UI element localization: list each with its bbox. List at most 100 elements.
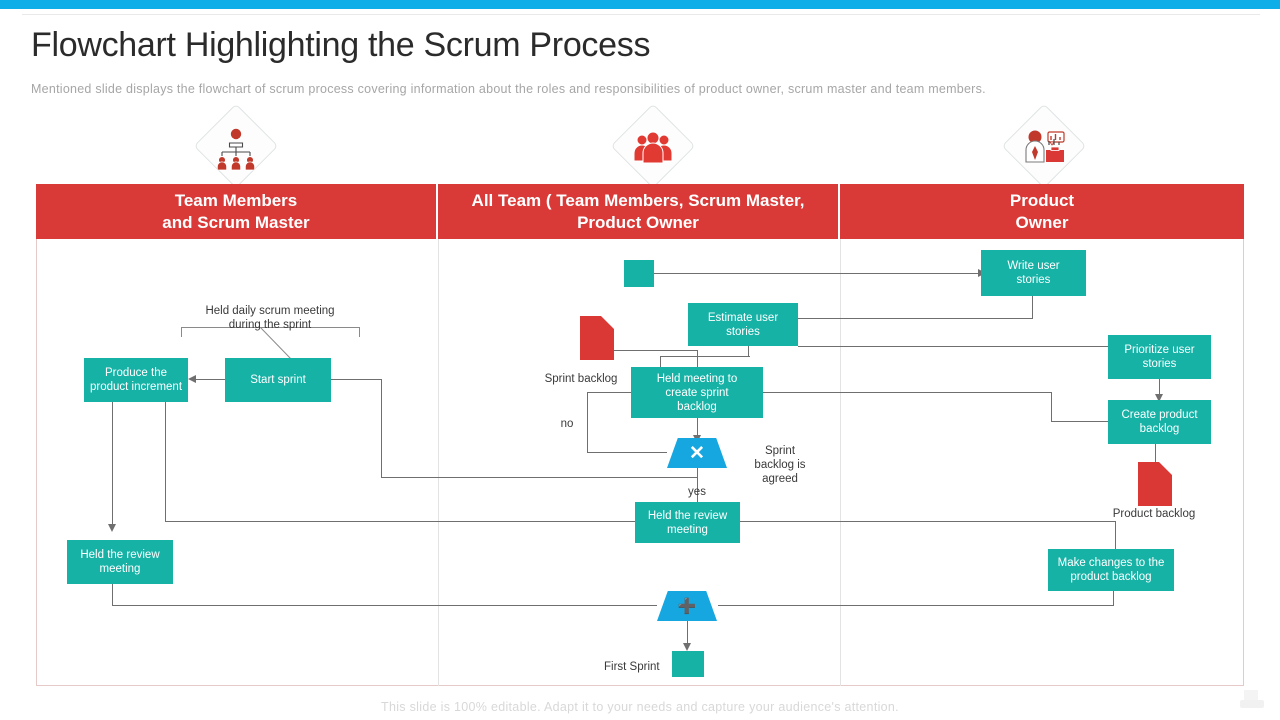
node-start-sprint[interactable]: Start sprint xyxy=(225,358,331,402)
connector-make-changes-to-merge xyxy=(718,605,1114,606)
watermark-icon xyxy=(1240,690,1264,708)
people-group-glyph xyxy=(633,131,673,164)
product-owner-icon xyxy=(1001,103,1087,189)
node-prioritize-user-stories[interactable]: Prioritize user stories xyxy=(1108,335,1211,379)
connector-increment-right-riser xyxy=(165,402,166,521)
connector-sprintbacklog-drop xyxy=(697,350,698,367)
node-make-changes-product-backlog[interactable]: Make changes to the product backlog xyxy=(1048,549,1174,591)
connector-mid-review-to-make-changes xyxy=(740,521,1115,522)
decision-condition-line2: backlog is xyxy=(754,459,806,471)
connector-estimate-to-prioritize xyxy=(798,346,1110,347)
connector-prioritize-to-create xyxy=(1159,379,1160,399)
connector-left-review-to-merge xyxy=(112,605,657,606)
node-held-meeting-line2: create sprint xyxy=(665,386,729,399)
connector-yes-down xyxy=(697,468,698,504)
decision-condition-line1: Sprint xyxy=(764,445,796,457)
node-prioritize-line2: stories xyxy=(1142,358,1177,370)
decision-yes-label: yes xyxy=(688,486,706,498)
connector-left-review-down xyxy=(112,584,113,605)
connector-meeting-to-create-backlog xyxy=(763,392,1051,393)
org-hierarchy-icon xyxy=(193,103,279,189)
connector-meeting-to-decision xyxy=(697,418,698,440)
decision-no-label: no xyxy=(560,418,574,430)
daily-scrum-label: Held daily scrum meeting during the spri… xyxy=(170,304,370,332)
node-review-meeting-mid[interactable]: Held the review meeting xyxy=(635,502,740,543)
node-sprint-start-marker[interactable] xyxy=(624,260,654,287)
connector-no-return xyxy=(587,392,631,393)
daily-scrum-bracket xyxy=(181,327,360,337)
people-group-icon xyxy=(610,103,696,189)
column-header-team-members: Team Members and Scrum Master xyxy=(36,184,438,239)
node-create-backlog-line2: backlog xyxy=(1139,423,1180,435)
node-first-sprint-label: First Sprint xyxy=(604,661,660,673)
column-header-line2: Product Owner xyxy=(577,212,699,232)
artifact-product-backlog-label: Product backlog xyxy=(1112,508,1196,520)
column-header-line1: Product xyxy=(1009,190,1075,210)
connector-merge-to-first-sprint xyxy=(687,620,688,648)
connector-create-to-doc xyxy=(1155,444,1156,462)
node-write-stories-line1: Write user xyxy=(1007,260,1060,272)
connector-square-to-write-stories xyxy=(654,273,980,274)
artifact-sprint-backlog[interactable] xyxy=(580,316,614,360)
artifact-product-backlog[interactable] xyxy=(1138,462,1172,506)
node-estimate-user-stories[interactable]: Estimate user stories xyxy=(688,303,798,346)
node-produce-increment-line2: product increment xyxy=(89,381,183,393)
connector-meeting-riser xyxy=(1051,392,1052,421)
connector-write-down xyxy=(1032,296,1033,318)
node-first-sprint-marker[interactable] xyxy=(672,651,704,677)
column-header-line2: and Scrum Master xyxy=(162,212,310,232)
org-hierarchy-glyph xyxy=(217,128,255,171)
column-header-line1: Team Members xyxy=(174,190,298,210)
footer-note: This slide is 100% editable. Adapt it to… xyxy=(381,700,899,714)
connector-startsprint-out xyxy=(331,379,382,380)
node-review-meeting-mid-line2: meeting xyxy=(667,523,708,536)
header-divider xyxy=(22,14,1260,15)
node-held-meeting-create-backlog[interactable]: Held meeting to create sprint backlog xyxy=(631,367,763,418)
node-review-meeting-mid-line1: Held the review xyxy=(647,509,728,522)
merge-first-sprint[interactable]: ➕ xyxy=(657,591,717,621)
node-review-meeting-left-line1: Held the review xyxy=(80,549,160,561)
node-estimate-line1: Estimate user xyxy=(707,311,779,324)
column-divider-2 xyxy=(840,239,841,686)
doc-fold-icon xyxy=(1159,462,1172,475)
product-owner-glyph xyxy=(1025,130,1065,163)
node-create-backlog-line1: Create product xyxy=(1121,409,1198,421)
connector-no-riser xyxy=(587,392,588,452)
column-header-line1: All Team ( Team Members, Scrum Master, xyxy=(471,190,805,210)
daily-scrum-line1: Held daily scrum meeting xyxy=(205,305,335,317)
connector-estimate-down xyxy=(748,346,749,356)
connector-no-out xyxy=(587,452,667,453)
arrow-to-review-left xyxy=(108,524,116,532)
node-create-product-backlog[interactable]: Create product backlog xyxy=(1108,400,1211,444)
doc-fold-icon xyxy=(601,316,614,329)
node-produce-increment-line1: Produce the xyxy=(104,367,167,379)
node-write-stories-line2: stories xyxy=(1016,274,1051,286)
arrow-to-increment xyxy=(188,375,196,383)
node-review-meeting-left[interactable]: Held the review meeting xyxy=(67,540,173,584)
top-accent-bar xyxy=(0,0,1280,9)
page-subtitle: Mentioned slide displays the flowchart o… xyxy=(31,82,986,96)
node-held-meeting-line1: Held meeting to xyxy=(656,372,738,385)
decision-sprint-backlog-agreed[interactable]: ✕ xyxy=(667,438,727,468)
column-header-product-owner: Product Owner xyxy=(840,184,1244,239)
column-divider-1 xyxy=(438,239,439,686)
node-start-sprint-label: Start sprint xyxy=(250,374,306,386)
arrow-to-create-backlog xyxy=(1155,394,1163,402)
node-produce-increment[interactable]: Produce the product increment xyxy=(84,358,188,402)
node-review-meeting-left-line2: meeting xyxy=(99,563,141,575)
daily-scrum-line2: during the sprint xyxy=(228,319,312,331)
connector-sprintbacklog-to-meeting xyxy=(614,350,697,351)
merge-trapezoid xyxy=(657,591,717,621)
connector-make-changes-riser xyxy=(1115,521,1116,549)
column-header-line2: Owner xyxy=(1015,212,1069,232)
close-x-icon: ✕ xyxy=(689,442,705,464)
node-prioritize-line1: Prioritize user xyxy=(1124,344,1195,356)
connector-write-to-estimate xyxy=(798,318,1033,319)
node-write-user-stories[interactable]: Write user stories xyxy=(981,250,1086,296)
decision-condition-line3: agreed xyxy=(762,473,798,485)
connector-increment-down xyxy=(112,402,113,526)
connector-startsprint-to-decision xyxy=(381,477,697,478)
connector-startsprint-to-increment xyxy=(195,379,225,380)
connector-make-changes-down xyxy=(1113,591,1114,605)
